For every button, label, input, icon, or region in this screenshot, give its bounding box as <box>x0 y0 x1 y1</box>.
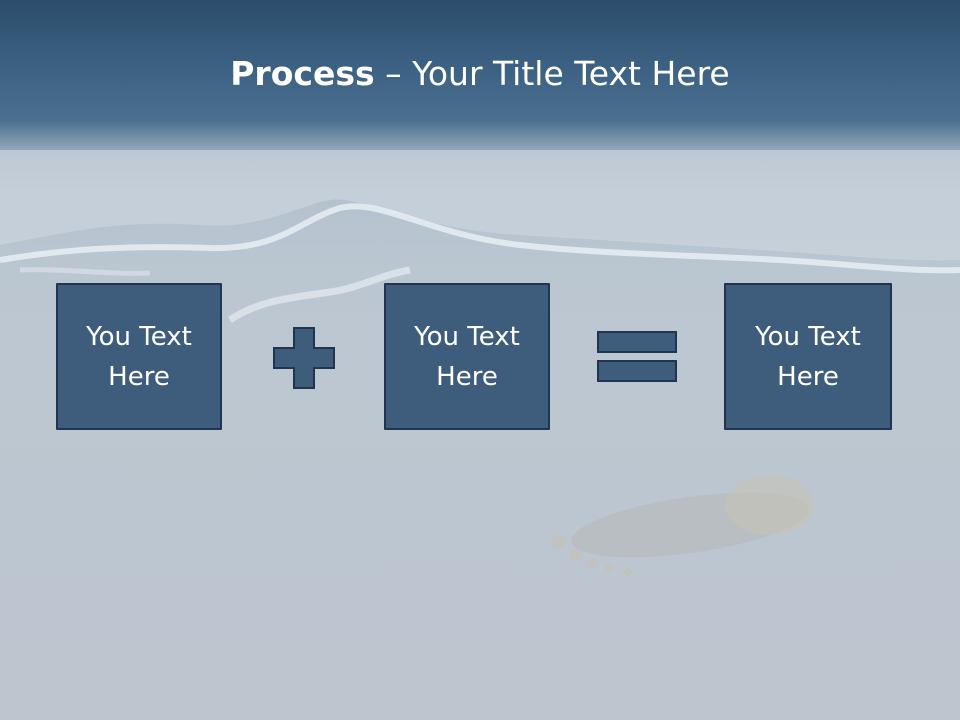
box-1-line-2: Here <box>108 361 170 392</box>
title-bold: Process <box>230 54 375 93</box>
box-2-line-1: You Text <box>414 321 520 352</box>
process-box-1[interactable]: You Text Here <box>56 283 222 430</box>
box-3-line-1: You Text <box>755 321 861 352</box>
process-box-2[interactable]: You Text Here <box>384 283 550 430</box>
plus-icon <box>273 327 335 389</box>
footprint-decoration <box>551 475 815 576</box>
box-2-line-2: Here <box>436 361 498 392</box>
title-rest: – Your Title Text Here <box>374 54 730 93</box>
slide-title: Process – Your Title Text Here <box>0 52 960 96</box>
process-box-3[interactable]: You Text Here <box>724 283 892 430</box>
box-3-line-2: Here <box>777 361 839 392</box>
equals-icon <box>597 331 677 382</box>
box-1-line-1: You Text <box>86 321 192 352</box>
